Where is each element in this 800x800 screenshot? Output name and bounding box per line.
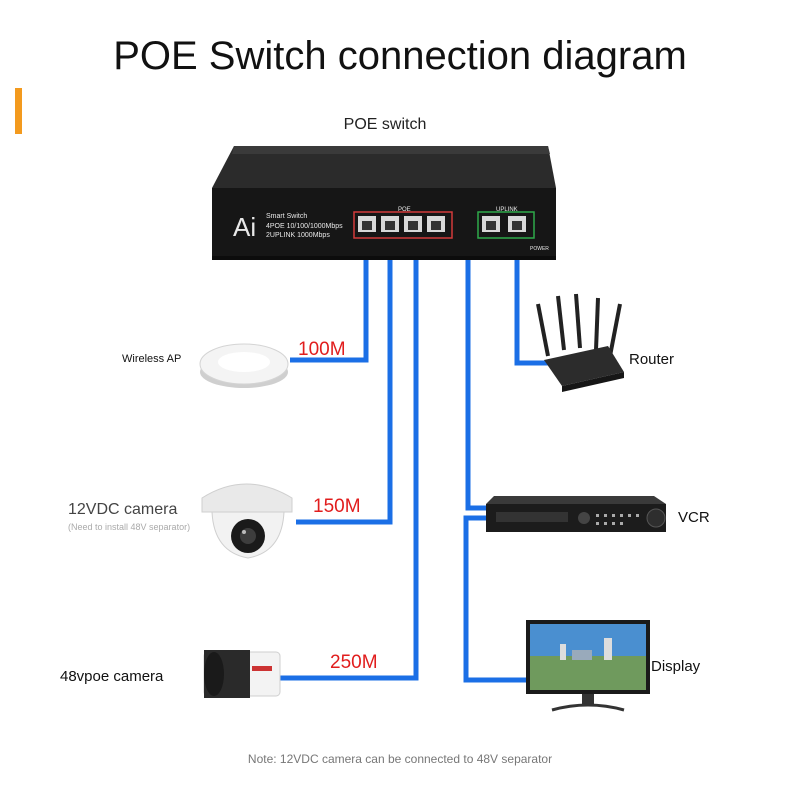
switch-brand: Ai	[233, 212, 256, 242]
poe-port-group	[353, 211, 453, 239]
switch-line2: 4POE 10/100/1000Mbps	[266, 223, 343, 230]
display-label: Display	[651, 658, 701, 675]
router-icon	[536, 293, 624, 392]
switch-poe-label: POE	[398, 207, 411, 213]
dc-camera-speed: 150M	[313, 496, 361, 517]
vcr-icon	[486, 496, 666, 532]
switch-line1: Smart Switch	[266, 213, 307, 220]
dc-camera-sublabel: (Need to install 48V separator)	[68, 522, 190, 532]
cable-wireless-ap	[290, 236, 369, 363]
cable-poe-camera	[280, 236, 419, 681]
switch-uplink-label: UPLINK	[496, 207, 518, 213]
cable-vcr	[465, 236, 488, 511]
switch-power-label: POWER	[530, 246, 549, 252]
cable-dc-camera	[296, 236, 393, 525]
diagram-title: POE Switch connection diagram	[113, 34, 687, 78]
switch-line3: 2UPLINK 1000Mbps	[266, 232, 330, 239]
bullet-camera-icon	[203, 650, 281, 698]
wireless-ap-speed: 100M	[298, 339, 346, 360]
accent-bar	[15, 88, 22, 134]
poe-switch: Ai Smart Switch 4POE 10/100/1000Mbps 2UP…	[212, 146, 556, 260]
wireless-ap-label: Wireless AP	[122, 353, 181, 365]
dome-camera-icon	[201, 483, 293, 559]
footnote: Note: 12VDC camera can be connected to 4…	[247, 752, 553, 766]
switch-label: POE switch	[343, 116, 427, 133]
cable-display	[463, 515, 528, 683]
poe-camera-label: 48vpoe camera	[60, 668, 164, 685]
dc-camera-label: 12VDC camera	[68, 501, 177, 518]
vcr-label: VCR	[678, 509, 710, 526]
poe-camera-speed: 250M	[330, 652, 378, 673]
router-label: Router	[629, 351, 674, 368]
wireless-ap-icon	[199, 343, 289, 388]
uplink-port-group	[477, 211, 535, 239]
cable-router	[514, 236, 548, 366]
cables	[280, 236, 548, 683]
display-icon	[526, 620, 650, 712]
